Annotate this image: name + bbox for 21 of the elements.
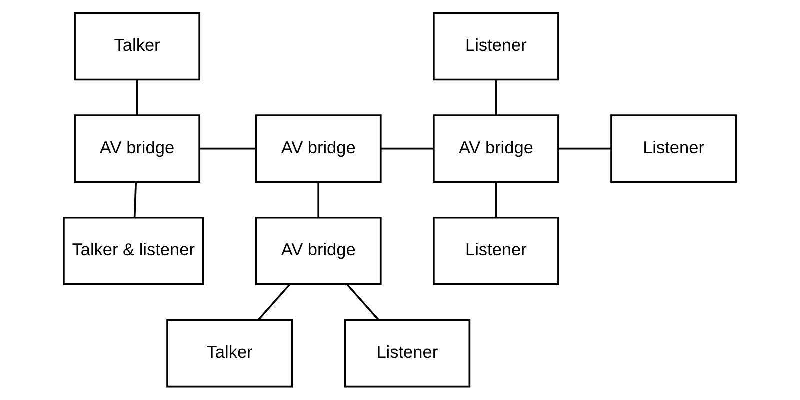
connector bbox=[318, 182, 320, 218]
connector bbox=[346, 284, 380, 321]
node-box: Talker & listener bbox=[63, 216, 204, 286]
connector bbox=[558, 148, 612, 150]
node-box: Listener bbox=[433, 12, 560, 81]
node-box: Listener bbox=[344, 319, 471, 388]
connector bbox=[136, 80, 138, 116]
connector bbox=[495, 80, 498, 116]
node-box: Listener bbox=[610, 114, 737, 184]
node-box: Listener bbox=[433, 216, 560, 286]
connector bbox=[134, 182, 138, 218]
node-box: AV bridge bbox=[433, 114, 560, 184]
node-box: Talker bbox=[74, 12, 201, 81]
connector bbox=[381, 148, 434, 150]
node-box: AV bridge bbox=[255, 114, 382, 184]
node-box: Talker bbox=[166, 319, 294, 388]
node-box: AV bridge bbox=[255, 216, 382, 286]
connector bbox=[495, 182, 498, 218]
connector bbox=[258, 284, 291, 321]
connector bbox=[200, 148, 256, 150]
node-box: AV bridge bbox=[74, 114, 201, 184]
